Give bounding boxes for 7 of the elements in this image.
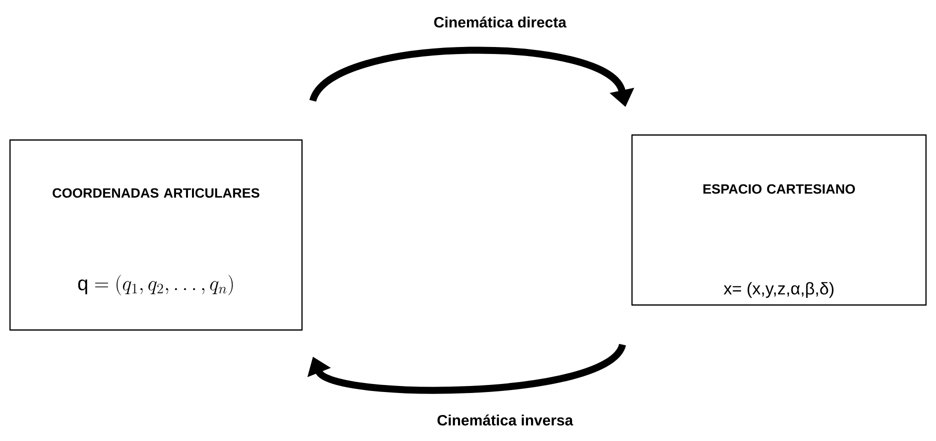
edge-label: Cinemática inversa xyxy=(438,414,574,426)
coordinate-text: x= (x,y,z,α,β,δ) xyxy=(724,282,834,298)
heading: COORDENADAS ARTICULARES xyxy=(52,188,260,198)
heading: ESPACIO CARTESIANO xyxy=(703,184,855,194)
curved-arrow xyxy=(307,342,626,394)
formula: $\mathrm{q} = (q_1, q_2, \ldots, q_n)$ xyxy=(78,274,233,296)
edge-label: Cinemática directa xyxy=(434,16,567,28)
